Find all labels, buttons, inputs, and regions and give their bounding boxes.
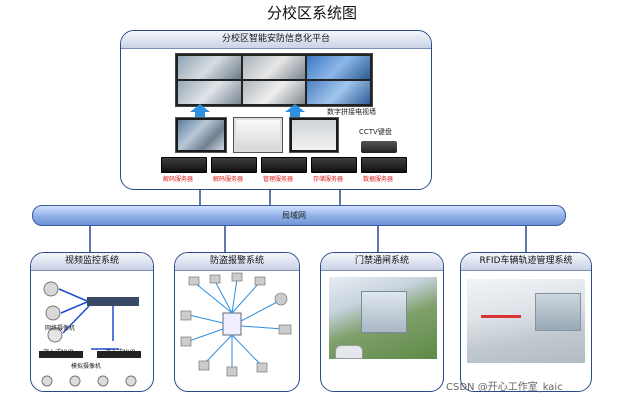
monitor-3 — [289, 117, 339, 153]
label-nvr-2: 嵌入式NVR — [105, 349, 136, 356]
parking-structure — [535, 293, 581, 331]
sensor-icon — [188, 276, 200, 286]
monitor-2 — [233, 117, 283, 153]
watermark: CSDN @开心工作室_kaic — [446, 382, 563, 393]
network-bus — [32, 205, 566, 226]
sensor-icon — [198, 360, 210, 371]
keyboard-label: CCTV键盘 — [359, 128, 392, 136]
server-label-3: 管理服务器 — [263, 176, 294, 183]
up-arrows — [190, 104, 305, 121]
server-1 — [161, 157, 207, 173]
platform-panel: 分校区智能安防信息化平台 数字拼接电视墙 CCTV键盘 解码服务器 解码服务器 … — [120, 30, 432, 190]
nvr-icon — [39, 351, 83, 358]
server-label-4: 存储服务器 — [313, 176, 344, 183]
alarm-header: 防盗报警系统 — [175, 253, 299, 271]
server-4 — [311, 157, 357, 173]
video-surveillance-panel: 视频监控系统 网络摄像机 嵌入式NVR 模拟摄像机 嵌入式NVR — [30, 252, 154, 392]
platform-header: 分校区智能安防信息化平台 — [121, 31, 431, 49]
sensor-icon — [278, 324, 292, 335]
camera-icon — [125, 375, 137, 387]
alarm-panel: 防盗报警系统 — [174, 252, 300, 392]
sensor-icon — [209, 274, 221, 284]
camera-icon — [97, 375, 109, 387]
page-title: 分校区系统图 — [266, 4, 357, 22]
cctv-keyboard-icon — [361, 141, 397, 153]
network-connectors — [89, 190, 527, 252]
access-gate-header: 门禁通闸系统 — [321, 253, 443, 271]
video-wall-label: 数字拼接电视墙 — [327, 108, 376, 116]
video-topology — [39, 281, 141, 387]
monitor-1 — [175, 117, 227, 153]
server-3 — [261, 157, 307, 173]
server-label-2: 解码服务器 — [213, 176, 244, 183]
video-surveillance-header: 视频监控系统 — [31, 253, 153, 271]
dome-camera-icon — [43, 281, 59, 297]
rfid-header: RFID车辆轨迹管理系统 — [461, 253, 591, 271]
alarm-topology — [180, 272, 292, 377]
dome-camera-icon — [47, 327, 63, 343]
sensor-icon — [180, 336, 192, 347]
car-icon — [335, 345, 363, 359]
sensor-icon — [226, 366, 238, 377]
sensor-icon — [231, 272, 243, 282]
network-bus-label: 局域网 — [282, 211, 306, 220]
dome-camera-icon — [45, 305, 61, 321]
label-network-camera: 网络摄像机 — [45, 325, 76, 332]
switch-icon — [87, 297, 139, 306]
nvr-icon — [97, 351, 141, 358]
video-wall — [175, 53, 373, 107]
sensor-icon — [256, 362, 268, 373]
server-5 — [361, 157, 407, 173]
alarm-host-icon — [222, 312, 242, 336]
camera-icon — [41, 375, 53, 387]
server-2 — [211, 157, 257, 173]
gate-building — [361, 291, 407, 333]
camera-icon — [69, 375, 81, 387]
up-arrow-icon — [190, 104, 210, 121]
road-gate — [481, 315, 521, 318]
server-label-1: 解码服务器 — [163, 176, 194, 183]
access-gate-panel: 门禁通闸系统 — [320, 252, 444, 392]
label-analog-camera: 模拟摄像机 — [71, 363, 102, 370]
sensor-icon — [254, 276, 266, 286]
sensor-icon — [180, 310, 192, 321]
up-arrow-icon — [285, 104, 305, 121]
label-nvr-1: 嵌入式NVR — [43, 349, 74, 356]
server-label-5: 数据服务器 — [363, 176, 394, 183]
rfid-panel: RFID车辆轨迹管理系统 — [460, 252, 592, 392]
sensor-icon — [274, 292, 288, 306]
